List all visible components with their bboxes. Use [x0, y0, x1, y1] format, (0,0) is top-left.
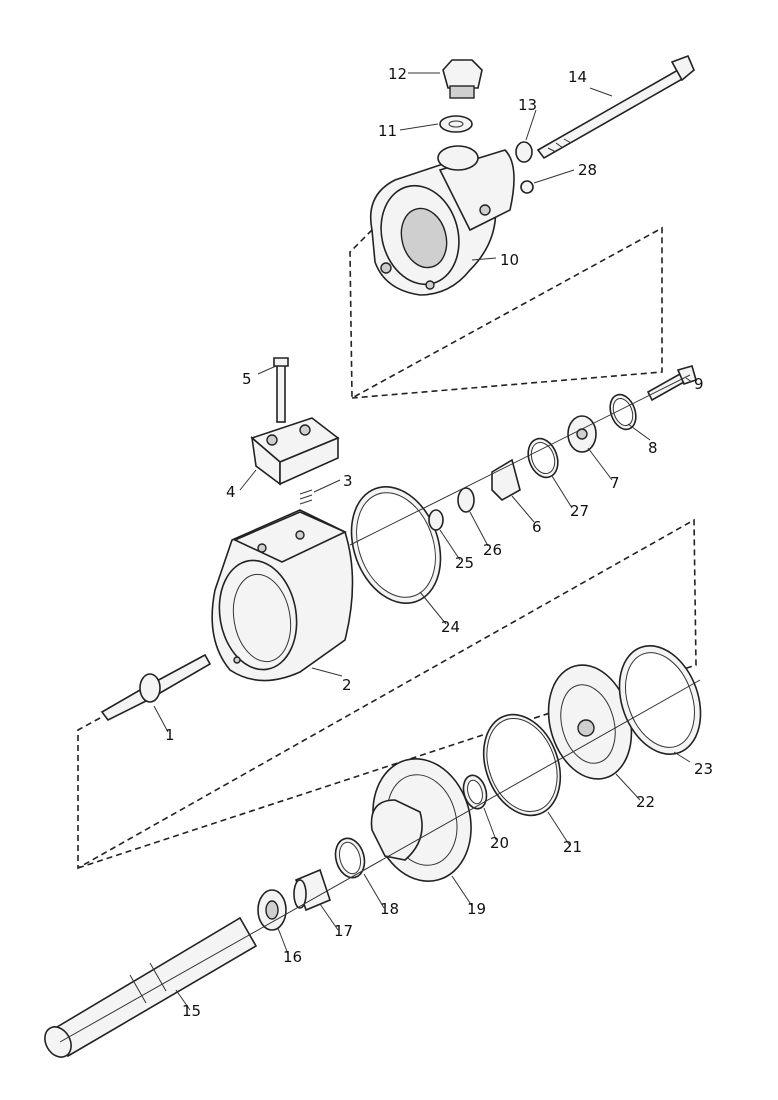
label-part-26: 26 — [483, 541, 502, 559]
washer-26 — [457, 487, 475, 513]
washer-13 — [515, 141, 533, 163]
label-part-20: 20 — [490, 834, 509, 852]
washer-25 — [428, 509, 444, 531]
label-part-5: 5 — [242, 370, 252, 388]
label-part-1: 1 — [165, 726, 175, 744]
leader-lines — [153, 72, 693, 1011]
bracket-housing-10 — [369, 145, 515, 296]
ring-27 — [527, 437, 559, 479]
label-part-4: 4 — [226, 483, 236, 501]
output-shaft-15 — [44, 916, 258, 1058]
label-part-12: 12 — [388, 65, 407, 83]
assembly-dashed-box-upper — [349, 226, 663, 400]
label-part-25: 25 — [455, 554, 474, 572]
label-part-28: 28 — [578, 161, 597, 179]
label-part-16: 16 — [283, 948, 302, 966]
bearing-16 — [257, 889, 287, 931]
bolt-9 — [646, 365, 697, 402]
nut-28 — [520, 180, 534, 194]
label-part-6: 6 — [532, 518, 542, 536]
block-4 — [250, 417, 340, 486]
bushing-17 — [293, 868, 331, 912]
label-part-2: 2 — [342, 676, 352, 694]
gear-hub-19 — [370, 758, 472, 882]
o-ring-21 — [482, 713, 562, 817]
label-part-13: 13 — [518, 96, 537, 114]
label-part-9: 9 — [694, 375, 704, 393]
label-part-8: 8 — [648, 439, 658, 457]
label-part-21: 21 — [563, 838, 582, 856]
cap-12 — [442, 59, 483, 99]
ring-8 — [609, 393, 637, 431]
gasket-disc-23 — [618, 644, 702, 756]
label-part-22: 22 — [636, 793, 655, 811]
label-part-11: 11 — [378, 122, 397, 140]
label-part-3: 3 — [343, 472, 353, 490]
axis-line-middle — [349, 374, 691, 546]
bolt-14 — [536, 54, 695, 160]
bolt-5 — [273, 357, 289, 423]
label-part-10: 10 — [500, 251, 519, 269]
label-part-23: 23 — [694, 760, 713, 778]
input-shaft-1 — [100, 653, 212, 722]
plate-6 — [491, 458, 521, 501]
axis-line-lower — [59, 679, 701, 1043]
label-part-24: 24 — [441, 618, 460, 636]
label-part-18: 18 — [380, 900, 399, 918]
label-part-17: 17 — [334, 922, 353, 940]
label-part-7: 7 — [610, 474, 620, 492]
label-part-14: 14 — [568, 68, 587, 86]
washer-11 — [439, 115, 473, 133]
label-part-15: 15 — [182, 1002, 201, 1020]
ring-18 — [334, 837, 366, 879]
ring-20 — [462, 774, 488, 810]
gasket-24 — [350, 486, 442, 604]
label-part-27: 27 — [570, 502, 589, 520]
label-part-19: 19 — [467, 900, 486, 918]
gear-housing-2 — [211, 509, 354, 682]
spring-3 — [299, 489, 313, 505]
